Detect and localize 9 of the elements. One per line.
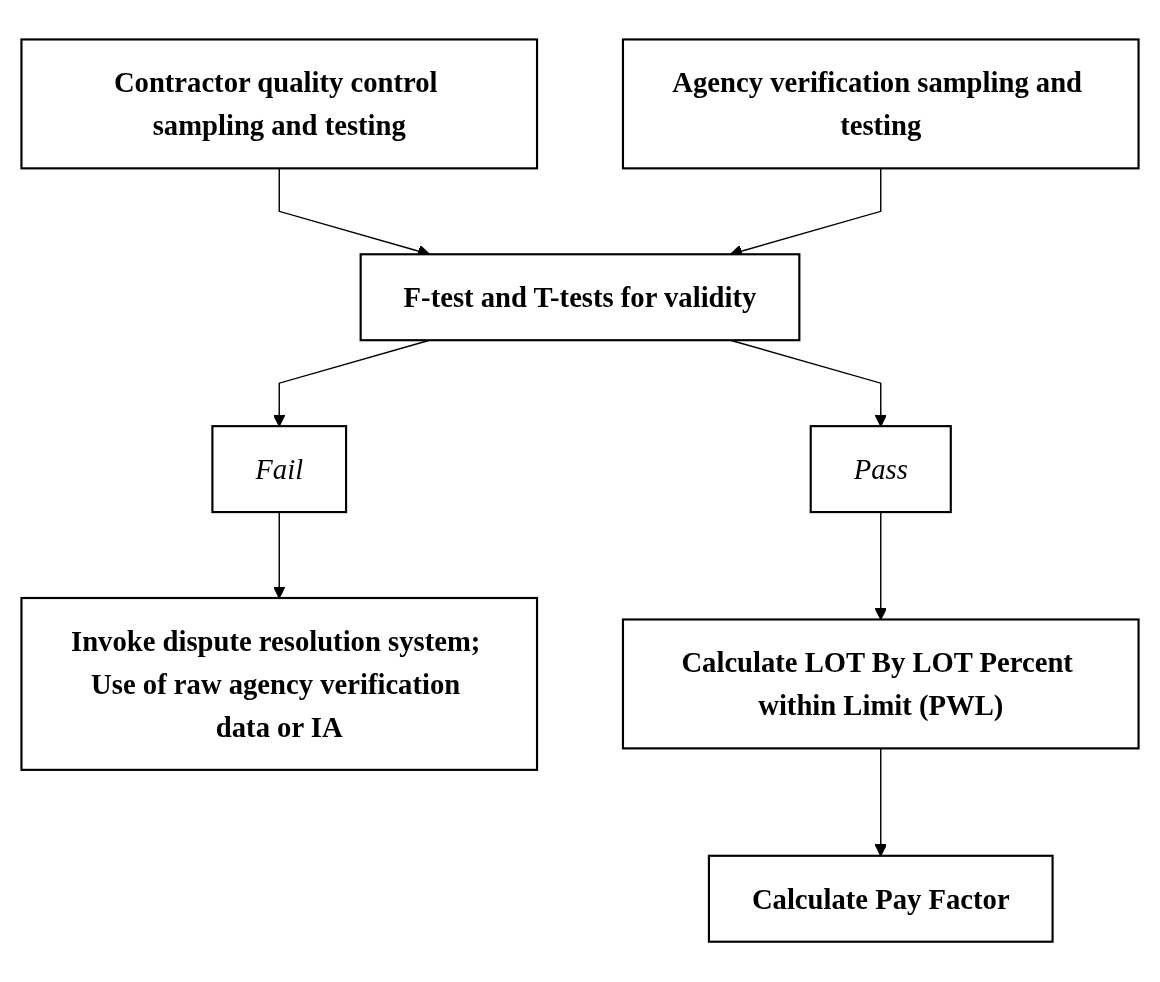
node-box: Calculate Pay Factor <box>707 855 1054 944</box>
node-box: Invoke dispute resolution system; Use of raw agency verification data or IA <box>20 597 539 772</box>
node-box: F-test and T-tests for validity <box>359 253 801 342</box>
node-box: Pass <box>809 425 952 514</box>
node-box: Contractor quality control sampling and testing <box>20 38 539 170</box>
node-box: Calculate LOT By LOT Percent within Limit (PWL) <box>621 618 1140 750</box>
node-box: Agency verification sampling and testing <box>621 38 1140 170</box>
node-box: Fail <box>211 425 348 514</box>
arrow <box>874 748 888 857</box>
